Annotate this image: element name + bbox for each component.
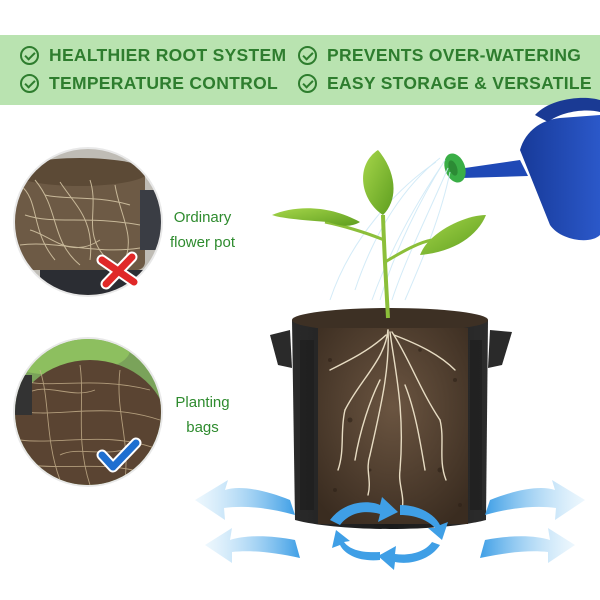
planting-bag-caption: Planting bags — [160, 390, 245, 440]
blue-check-icon — [96, 437, 142, 473]
feature-easy-storage: EASY STORAGE & VERSATILE — [298, 73, 592, 94]
caption-line: Ordinary — [173, 209, 232, 226]
check-circle-icon — [298, 74, 317, 93]
airflow-arrow-right-top — [485, 480, 585, 520]
ordinary-pot-rootball-photo — [13, 147, 163, 297]
caption-line: Planting — [175, 394, 230, 411]
feature-label: EASY STORAGE & VERSATILE — [327, 73, 592, 93]
planting-bag-rootball-photo — [13, 337, 163, 487]
airflow-swirl-arrows — [330, 497, 448, 570]
check-circle-icon — [20, 46, 39, 65]
check-circle-icon — [298, 46, 317, 65]
caption-line: flower pot — [169, 234, 236, 251]
feature-prevents-over-watering: PREVENTS OVER-WATERING — [298, 45, 581, 66]
airflow-arrow-left-bottom — [205, 528, 300, 563]
ordinary-pot-caption: Ordinary flower pot — [160, 205, 245, 255]
feature-temperature-control: TEMPERATURE CONTROL — [20, 73, 278, 94]
feature-label: PREVENTS OVER-WATERING — [327, 45, 582, 65]
feature-label: TEMPERATURE CONTROL — [49, 73, 278, 93]
seedling — [272, 150, 486, 319]
watering-can — [444, 97, 600, 241]
feature-healthier-root-system: HEALTHIER ROOT SYSTEM — [20, 45, 286, 66]
grow-bag — [270, 308, 512, 529]
feature-label: HEALTHIER ROOT SYSTEM — [49, 45, 287, 65]
caption-line: bags — [186, 419, 219, 436]
features-banner — [0, 35, 600, 105]
airflow-arrow-left-top — [195, 480, 295, 520]
airflow-arrow-right-bottom — [480, 528, 575, 563]
red-x-icon — [96, 251, 140, 290]
check-circle-icon — [20, 74, 39, 93]
